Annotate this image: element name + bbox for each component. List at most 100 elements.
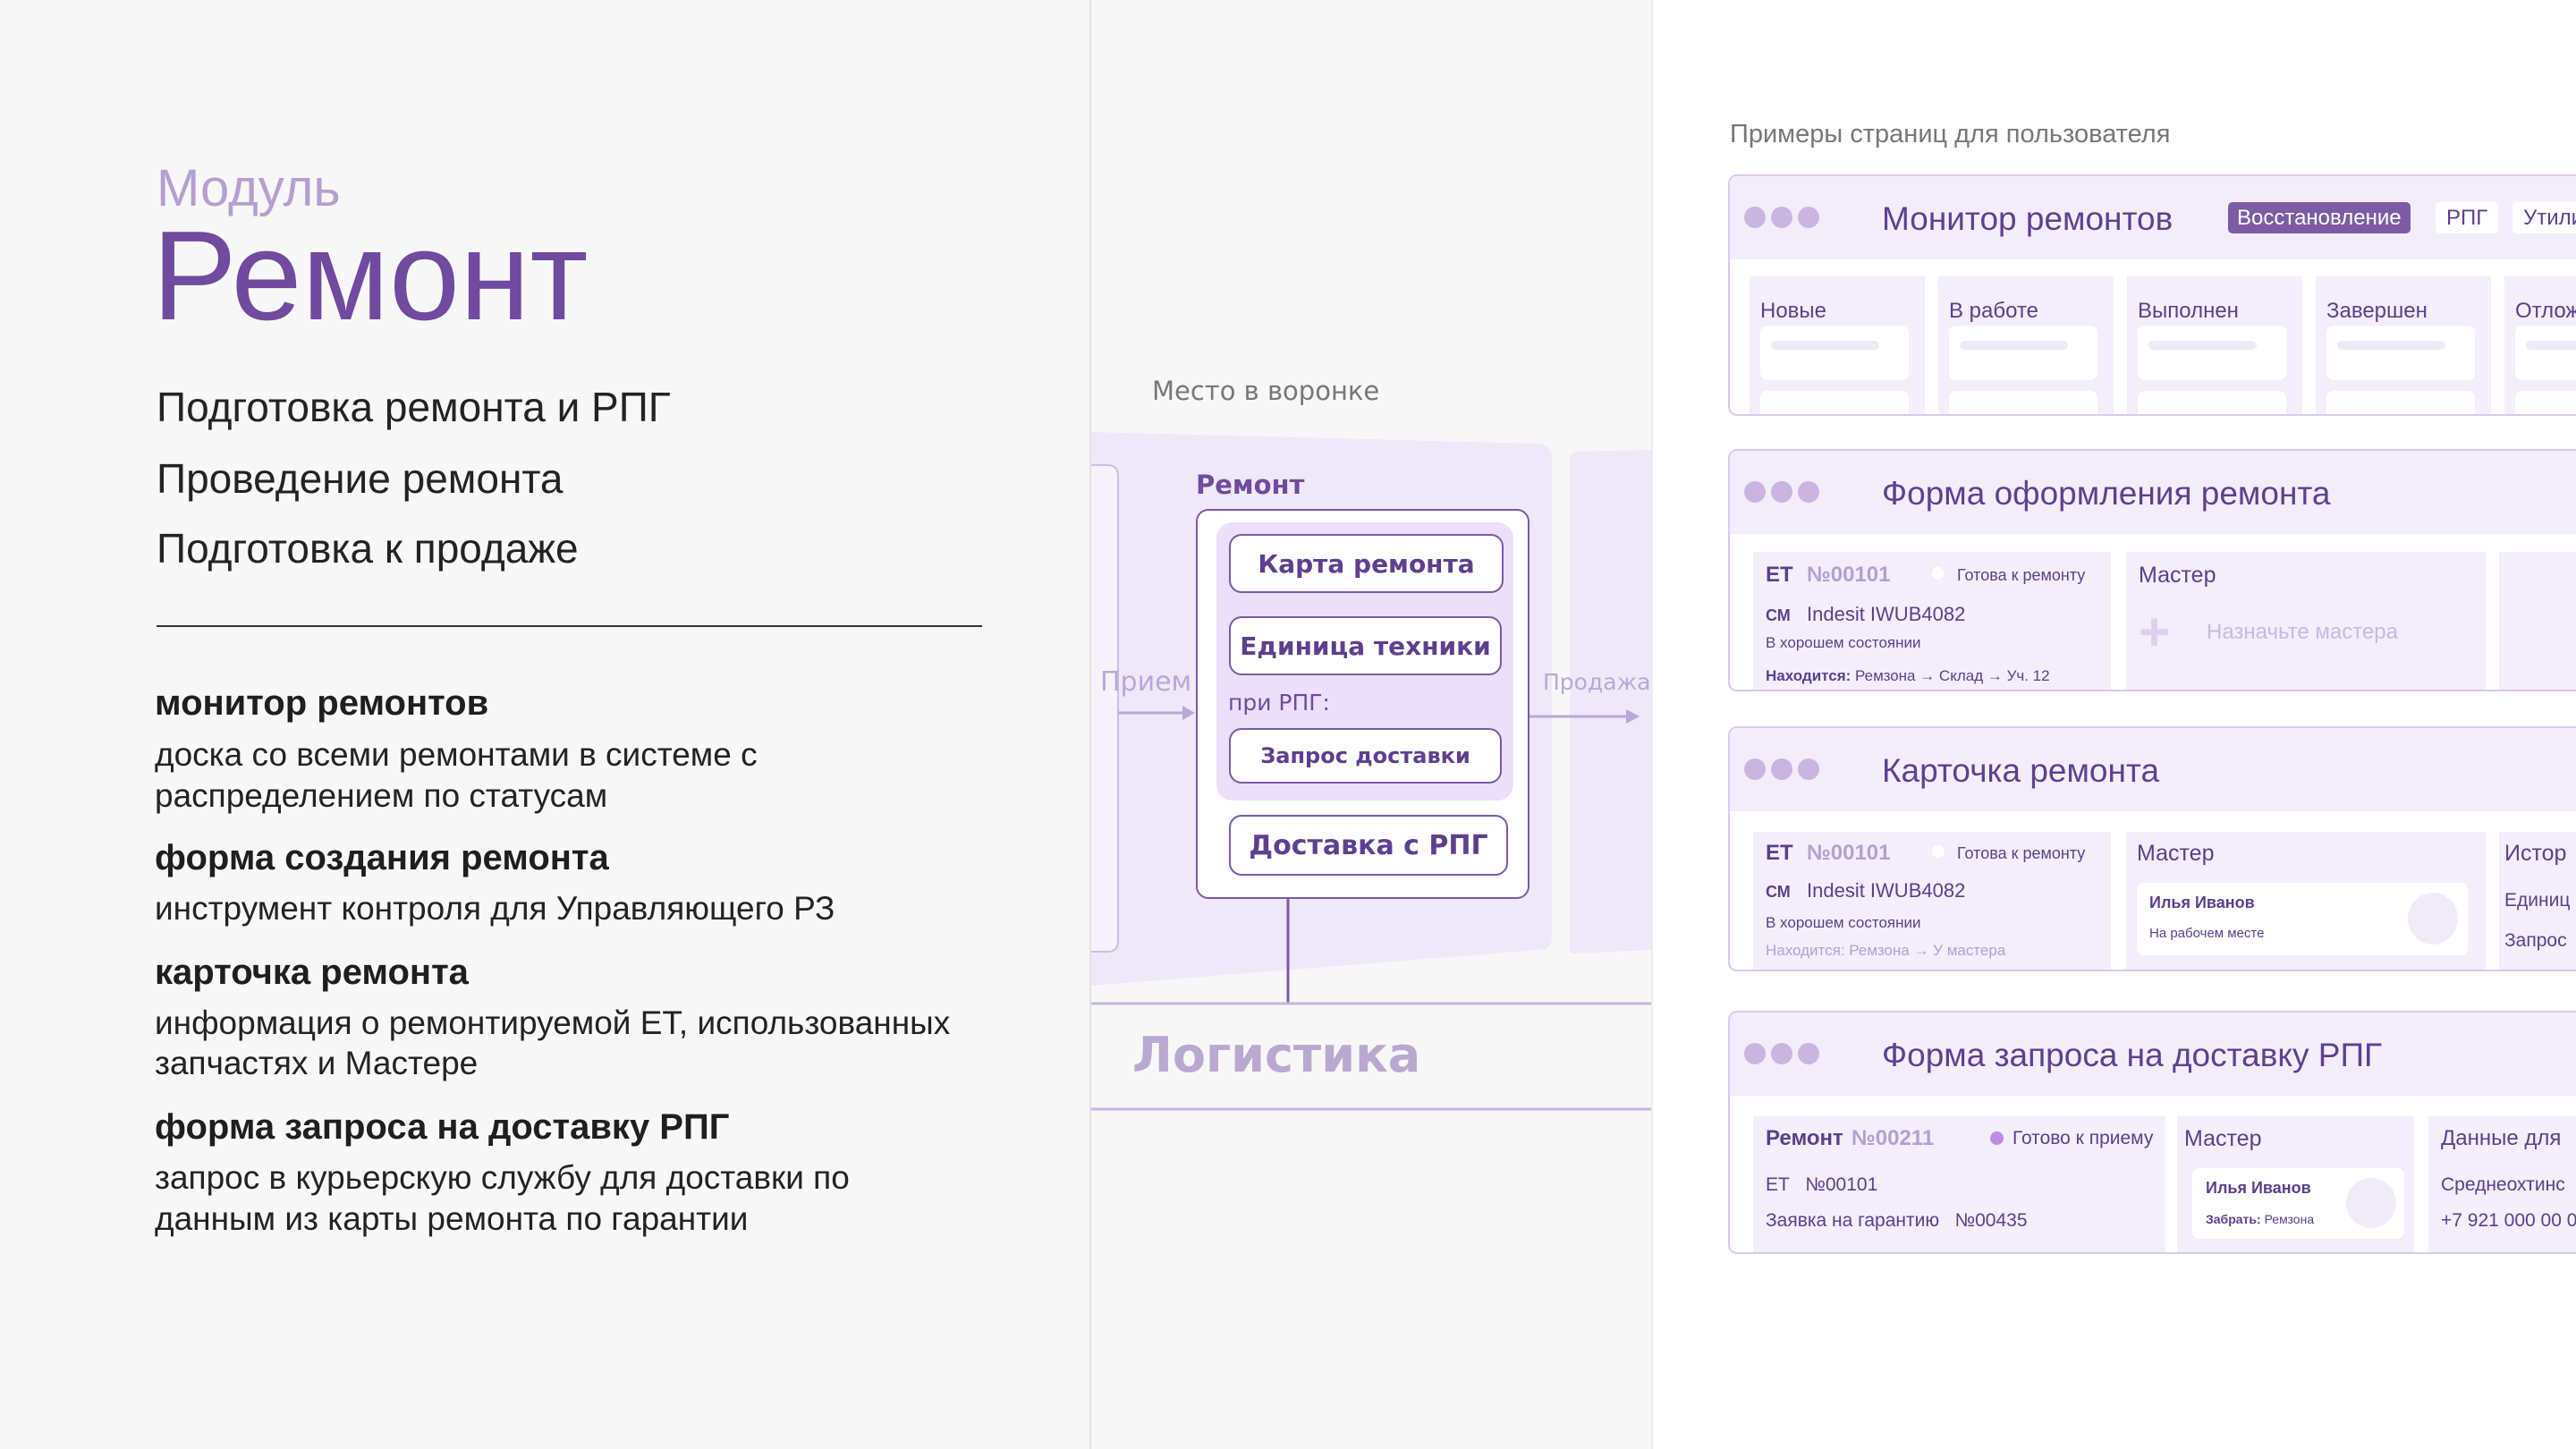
master-label: Мастер	[2137, 841, 2215, 866]
tab-restoration[interactable]: Восстановление	[2228, 202, 2411, 233]
skeleton-line	[2526, 341, 2576, 350]
master-section: Мастер Илья Иванов На рабочем месте	[2126, 832, 2486, 970]
master-label: Мастер	[2139, 563, 2216, 588]
window-dot-icon	[1744, 1043, 1766, 1064]
status-badge: Готова к ремонту	[1957, 566, 2086, 584]
model-name: Indesit IWUB4082	[1807, 879, 1966, 902]
column-title: В работе	[1949, 299, 2039, 323]
delivery-request-preview: Форма запроса на доставку РПГ Ремонт №00…	[1728, 1011, 2576, 1254]
condition: В хорошем состоянии	[1766, 914, 1921, 931]
avatar	[2346, 1178, 2396, 1228]
logistics-label: Логистика	[1132, 1027, 1421, 1083]
prev-stage-label: Прием	[1100, 666, 1192, 698]
status-dot-icon	[1932, 845, 1945, 858]
warranty-line: Заявка на гарантию №00435	[1766, 1210, 2028, 1231]
rpg-delivery-item[interactable]: Доставка с РПГ	[1229, 815, 1508, 876]
kanban-card-placeholder[interactable]	[2138, 391, 2286, 414]
kanban-card-placeholder[interactable]	[2326, 391, 2475, 414]
equipment-unit-item[interactable]: Единица техники	[1229, 616, 1502, 675]
intake-stage-box	[1091, 464, 1119, 953]
window-title: Форма оформления ремонта	[1882, 475, 2331, 512]
feature-description: доска со всеми ремонтами в системе с	[155, 736, 758, 773]
history-section: Истор Единиц Запрос	[2499, 832, 2576, 970]
window-header	[1730, 1013, 2576, 1096]
subtitle: Подготовка к продаже	[157, 525, 579, 572]
kanban-card-placeholder[interactable]	[1760, 391, 1909, 414]
window-dot-icon	[1771, 1043, 1792, 1064]
kanban-column: Новые	[1750, 276, 1925, 414]
master-card[interactable]: Илья Иванов Забрать: Ремзона	[2192, 1168, 2404, 1239]
kanban-card-placeholder[interactable]	[1949, 326, 2097, 380]
et-label: ЕТ	[1766, 563, 1793, 587]
feature-title: форма запроса на доставку РПГ	[155, 1107, 730, 1147]
status-badge: Готова к ремонту	[1957, 844, 2086, 862]
kanban-card-placeholder[interactable]	[2326, 326, 2475, 380]
feature-title: карточка ремонта	[155, 953, 469, 992]
tab-utilization[interactable]: Утили	[2512, 202, 2576, 233]
feature-description: запрос в курьерскую службу для доставки …	[155, 1159, 850, 1196]
equipment-section: ЕТ №00101 Готова к ремонту СМ Indesit IW…	[1753, 552, 2111, 690]
repair-form-preview: Форма оформления ремонта ЕТ №00101 Готов…	[1728, 449, 2576, 691]
feature-description: инструмент контроля для Управляющего РЗ	[155, 890, 835, 927]
address: Среднеохтинс	[2441, 1174, 2565, 1195]
rpg-label: при РПГ:	[1228, 690, 1330, 716]
master-card[interactable]: Илья Иванов На рабочем месте	[2137, 883, 2468, 955]
kanban-card-placeholder[interactable]	[2515, 391, 2576, 414]
skeleton-line	[2148, 341, 2257, 350]
master-name: Илья Иванов	[2149, 894, 2255, 911]
divider	[157, 625, 982, 627]
delivery-request-item[interactable]: Запрос доставки	[1229, 728, 1502, 784]
column-title: Новые	[1760, 299, 1827, 323]
kanban-card-placeholder[interactable]	[1949, 391, 2097, 414]
avatar	[2408, 893, 2458, 945]
stage-label: Ремонт	[1196, 470, 1305, 500]
et-number: №00101	[1807, 841, 1891, 865]
window-dot-icon	[1744, 207, 1766, 228]
assign-master-button[interactable]: Назначьте мастера	[2207, 620, 2398, 644]
window-title: Форма запроса на доставку РПГ	[1882, 1037, 2383, 1073]
window-header	[1730, 451, 2576, 534]
et-line: ЕТ №00101	[1766, 1174, 1878, 1195]
page-title: Ремонт	[152, 205, 589, 347]
module-description-panel: Модуль Ремонт Подготовка ремонта и РПГ П…	[0, 0, 1091, 1449]
funnel-diagram: Место в воронке Прием Продажа Ремонт Кар…	[1091, 0, 1653, 1449]
next-stage-label: Продажа	[1543, 669, 1651, 695]
skeleton-line	[2337, 341, 2445, 350]
skeleton-line	[1771, 341, 1879, 350]
history-item[interactable]: Запрос	[2504, 930, 2567, 951]
funnel-heading: Место в воронке	[1152, 376, 1380, 406]
tab-rpg[interactable]: РПГ	[2436, 202, 2499, 233]
plus-icon[interactable]: +	[2139, 602, 2171, 662]
window-title: Монитор ремонтов	[1882, 200, 2174, 237]
window-header	[1730, 176, 2576, 259]
feature-description: запчастях и Мастере	[155, 1045, 479, 1081]
column-title: Выполнен	[2138, 299, 2239, 323]
delivery-data-section: Данные для Среднеохтинс +7 921 000 00 0	[2428, 1116, 2576, 1252]
kanban-card-placeholder[interactable]	[2515, 326, 2576, 380]
master-status: На рабочем месте	[2149, 926, 2265, 941]
window-header	[1730, 728, 2576, 811]
master-label: Мастер	[2184, 1126, 2262, 1151]
window-dot-icon	[1771, 758, 1792, 780]
repair-section: Ремонт №00211 Готово к приему ЕТ №00101 …	[1753, 1116, 2165, 1252]
window-title: Карточка ремонта	[1882, 752, 2160, 789]
location-label: Находится:	[1766, 667, 1852, 684]
feature-description: информация о ремонтируемой ЕТ, использов…	[155, 1004, 951, 1041]
repair-map-item[interactable]: Карта ремонта	[1229, 534, 1504, 593]
kanban-card-placeholder[interactable]	[2138, 326, 2286, 380]
status-dot-icon	[1990, 1131, 2004, 1145]
feature-description: данным из карты ремонта по гарантии	[155, 1200, 749, 1237]
feature-title: монитор ремонтов	[155, 683, 489, 723]
arrow-head-icon	[1626, 709, 1640, 724]
pickup-location: Ремзона	[2264, 1212, 2315, 1226]
et-label: ЕТ	[1766, 841, 1793, 865]
master-section: Мастер Илья Иванов Забрать: Ремзона	[2177, 1116, 2414, 1252]
window-dot-icon	[1771, 207, 1792, 228]
subtitle: Подготовка ремонта и РПГ	[157, 384, 671, 430]
window-dot-icon	[1798, 481, 1819, 503]
kanban-column: Завершен	[2316, 276, 2491, 414]
kanban-card-placeholder[interactable]	[1760, 326, 1909, 380]
column-title: Завершен	[2326, 299, 2428, 323]
model-name: Indesit IWUB4082	[1807, 603, 1966, 625]
history-item[interactable]: Единиц	[2504, 890, 2571, 911]
